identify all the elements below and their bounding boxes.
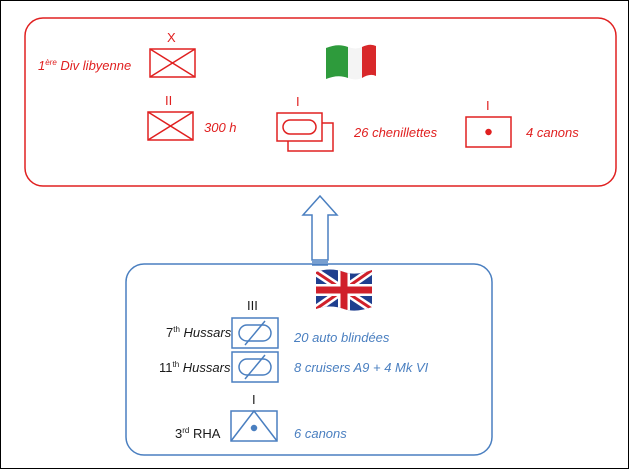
- hussars11-label: 8 cruisers A9 + 4 Mk VI: [294, 360, 429, 375]
- rha-name: 3rd RHA: [175, 426, 221, 441]
- rha-echelon: I: [252, 392, 256, 407]
- battalion-infantry-symbol: [147, 111, 194, 141]
- tankettes-symbol: [276, 112, 334, 152]
- division-label: 1ère Div libyenne: [38, 58, 132, 73]
- italy-flag-icon: [326, 44, 376, 80]
- hussars7-armour-symbol: [231, 317, 279, 349]
- artillery-label: 4 canons: [526, 125, 579, 140]
- regiment-echelon: III: [247, 298, 258, 313]
- division-echelon: X: [167, 30, 176, 45]
- hussars11-armour-symbol: [231, 351, 279, 383]
- division-infantry-symbol: [149, 48, 196, 78]
- battalion-echelon: II: [165, 93, 173, 108]
- infantry-label: 300 h: [204, 120, 237, 135]
- hussars7-name: 7th Hussars: [166, 325, 232, 340]
- british-forces-box: [125, 263, 493, 456]
- italian-artillery-symbol: [465, 116, 512, 148]
- rha-artillery-symbol: [230, 409, 278, 442]
- hussars7-label: 20 auto blindées: [294, 330, 390, 345]
- rha-label: 6 canons: [294, 426, 347, 441]
- tankettes-echelon: I: [296, 94, 300, 109]
- attack-arrow: [301, 194, 339, 266]
- hussars11-name: 11th Hussars: [159, 360, 231, 375]
- italian-forces-box: [24, 17, 617, 187]
- uk-flag-icon: [316, 269, 372, 311]
- artillery-echelon: I: [486, 98, 490, 113]
- tankettes-label: 26 chenillettes: [354, 125, 438, 140]
